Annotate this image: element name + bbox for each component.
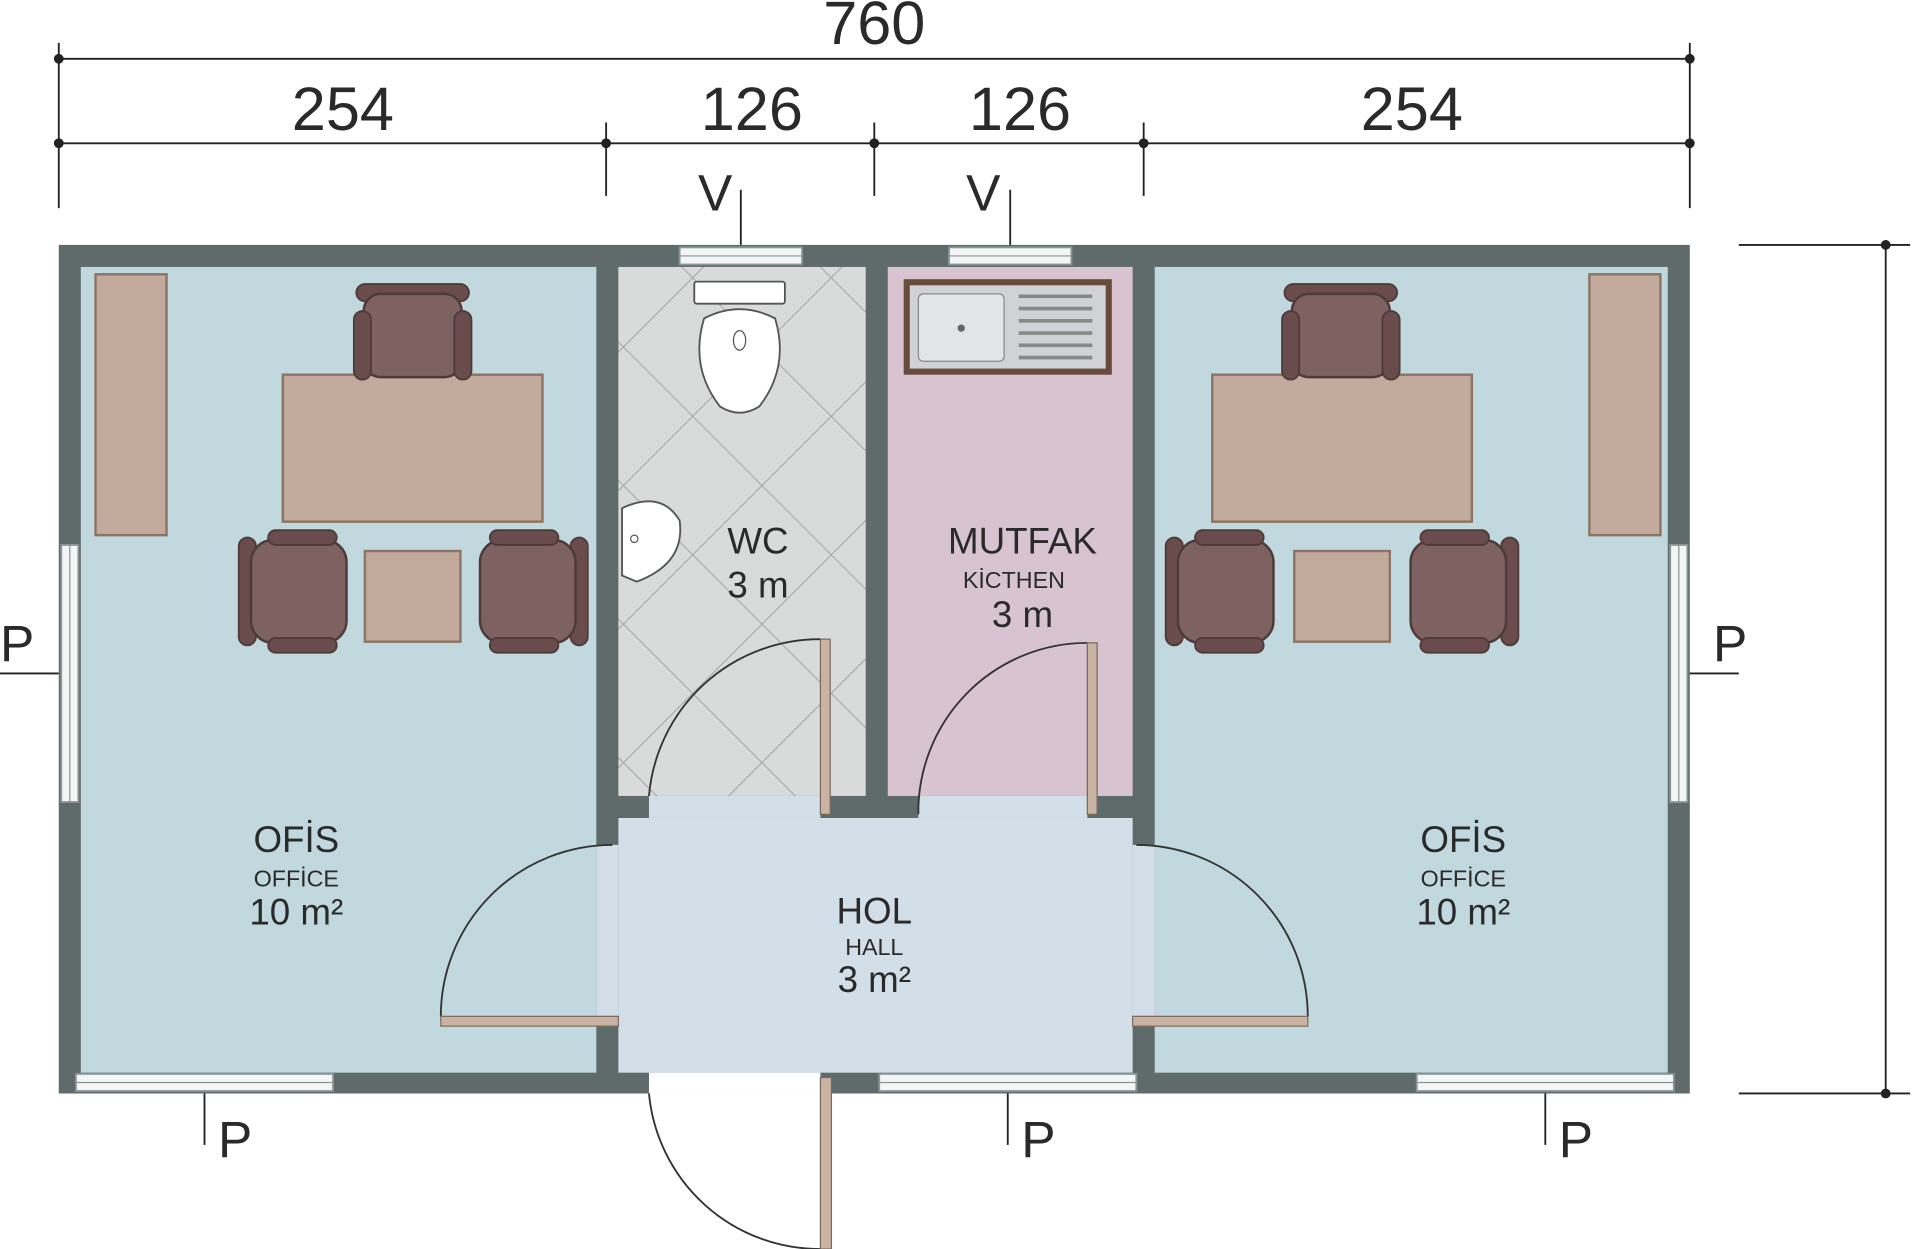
window-label-p: P (1559, 1110, 1593, 1168)
room-name: HOL (837, 890, 913, 931)
window-label-p: P (218, 1110, 252, 1168)
room-name: MUTFAK (948, 520, 1097, 561)
room-area: 3 m (992, 594, 1053, 635)
kitchen-sink-icon (903, 279, 1112, 375)
window-label-p: P (1021, 1110, 1055, 1168)
room-name: OFİS (1420, 819, 1506, 860)
window-label-p: P (0, 614, 34, 672)
dimension-segment: 254 (1361, 75, 1463, 143)
sink-icon (621, 500, 682, 583)
room-name-en: OFFİCE (254, 866, 339, 892)
room-area: 3 m² (838, 959, 911, 1000)
window-label-vent: V (966, 164, 1001, 222)
room-name: WC (727, 520, 788, 561)
room-name-en: HALL (845, 934, 903, 960)
window-label-vent: V (698, 164, 733, 222)
dimension-segment: 126 (701, 75, 803, 143)
dimension-segment: 126 (969, 75, 1071, 143)
window-label-p: P (1713, 614, 1747, 672)
toilet-icon (693, 280, 786, 414)
room-area: 10 m² (1416, 892, 1510, 933)
dimension-total-width: 760 (823, 0, 925, 57)
furniture-office-left (94, 273, 589, 654)
room-name-en: KİCTHEN (963, 567, 1065, 593)
dimension-lines (53, 42, 1911, 1099)
room-area: 10 m² (249, 892, 343, 933)
furniture-office-right (1164, 273, 1662, 654)
room-area: 3 m (727, 565, 788, 606)
room-hall (618, 817, 1133, 1073)
room-name: OFİS (253, 819, 339, 860)
doors (439, 638, 1309, 1249)
windows (0, 189, 1739, 1145)
dimension-segment: 254 (292, 75, 394, 143)
room-name-en: OFFİCE (1421, 866, 1506, 892)
